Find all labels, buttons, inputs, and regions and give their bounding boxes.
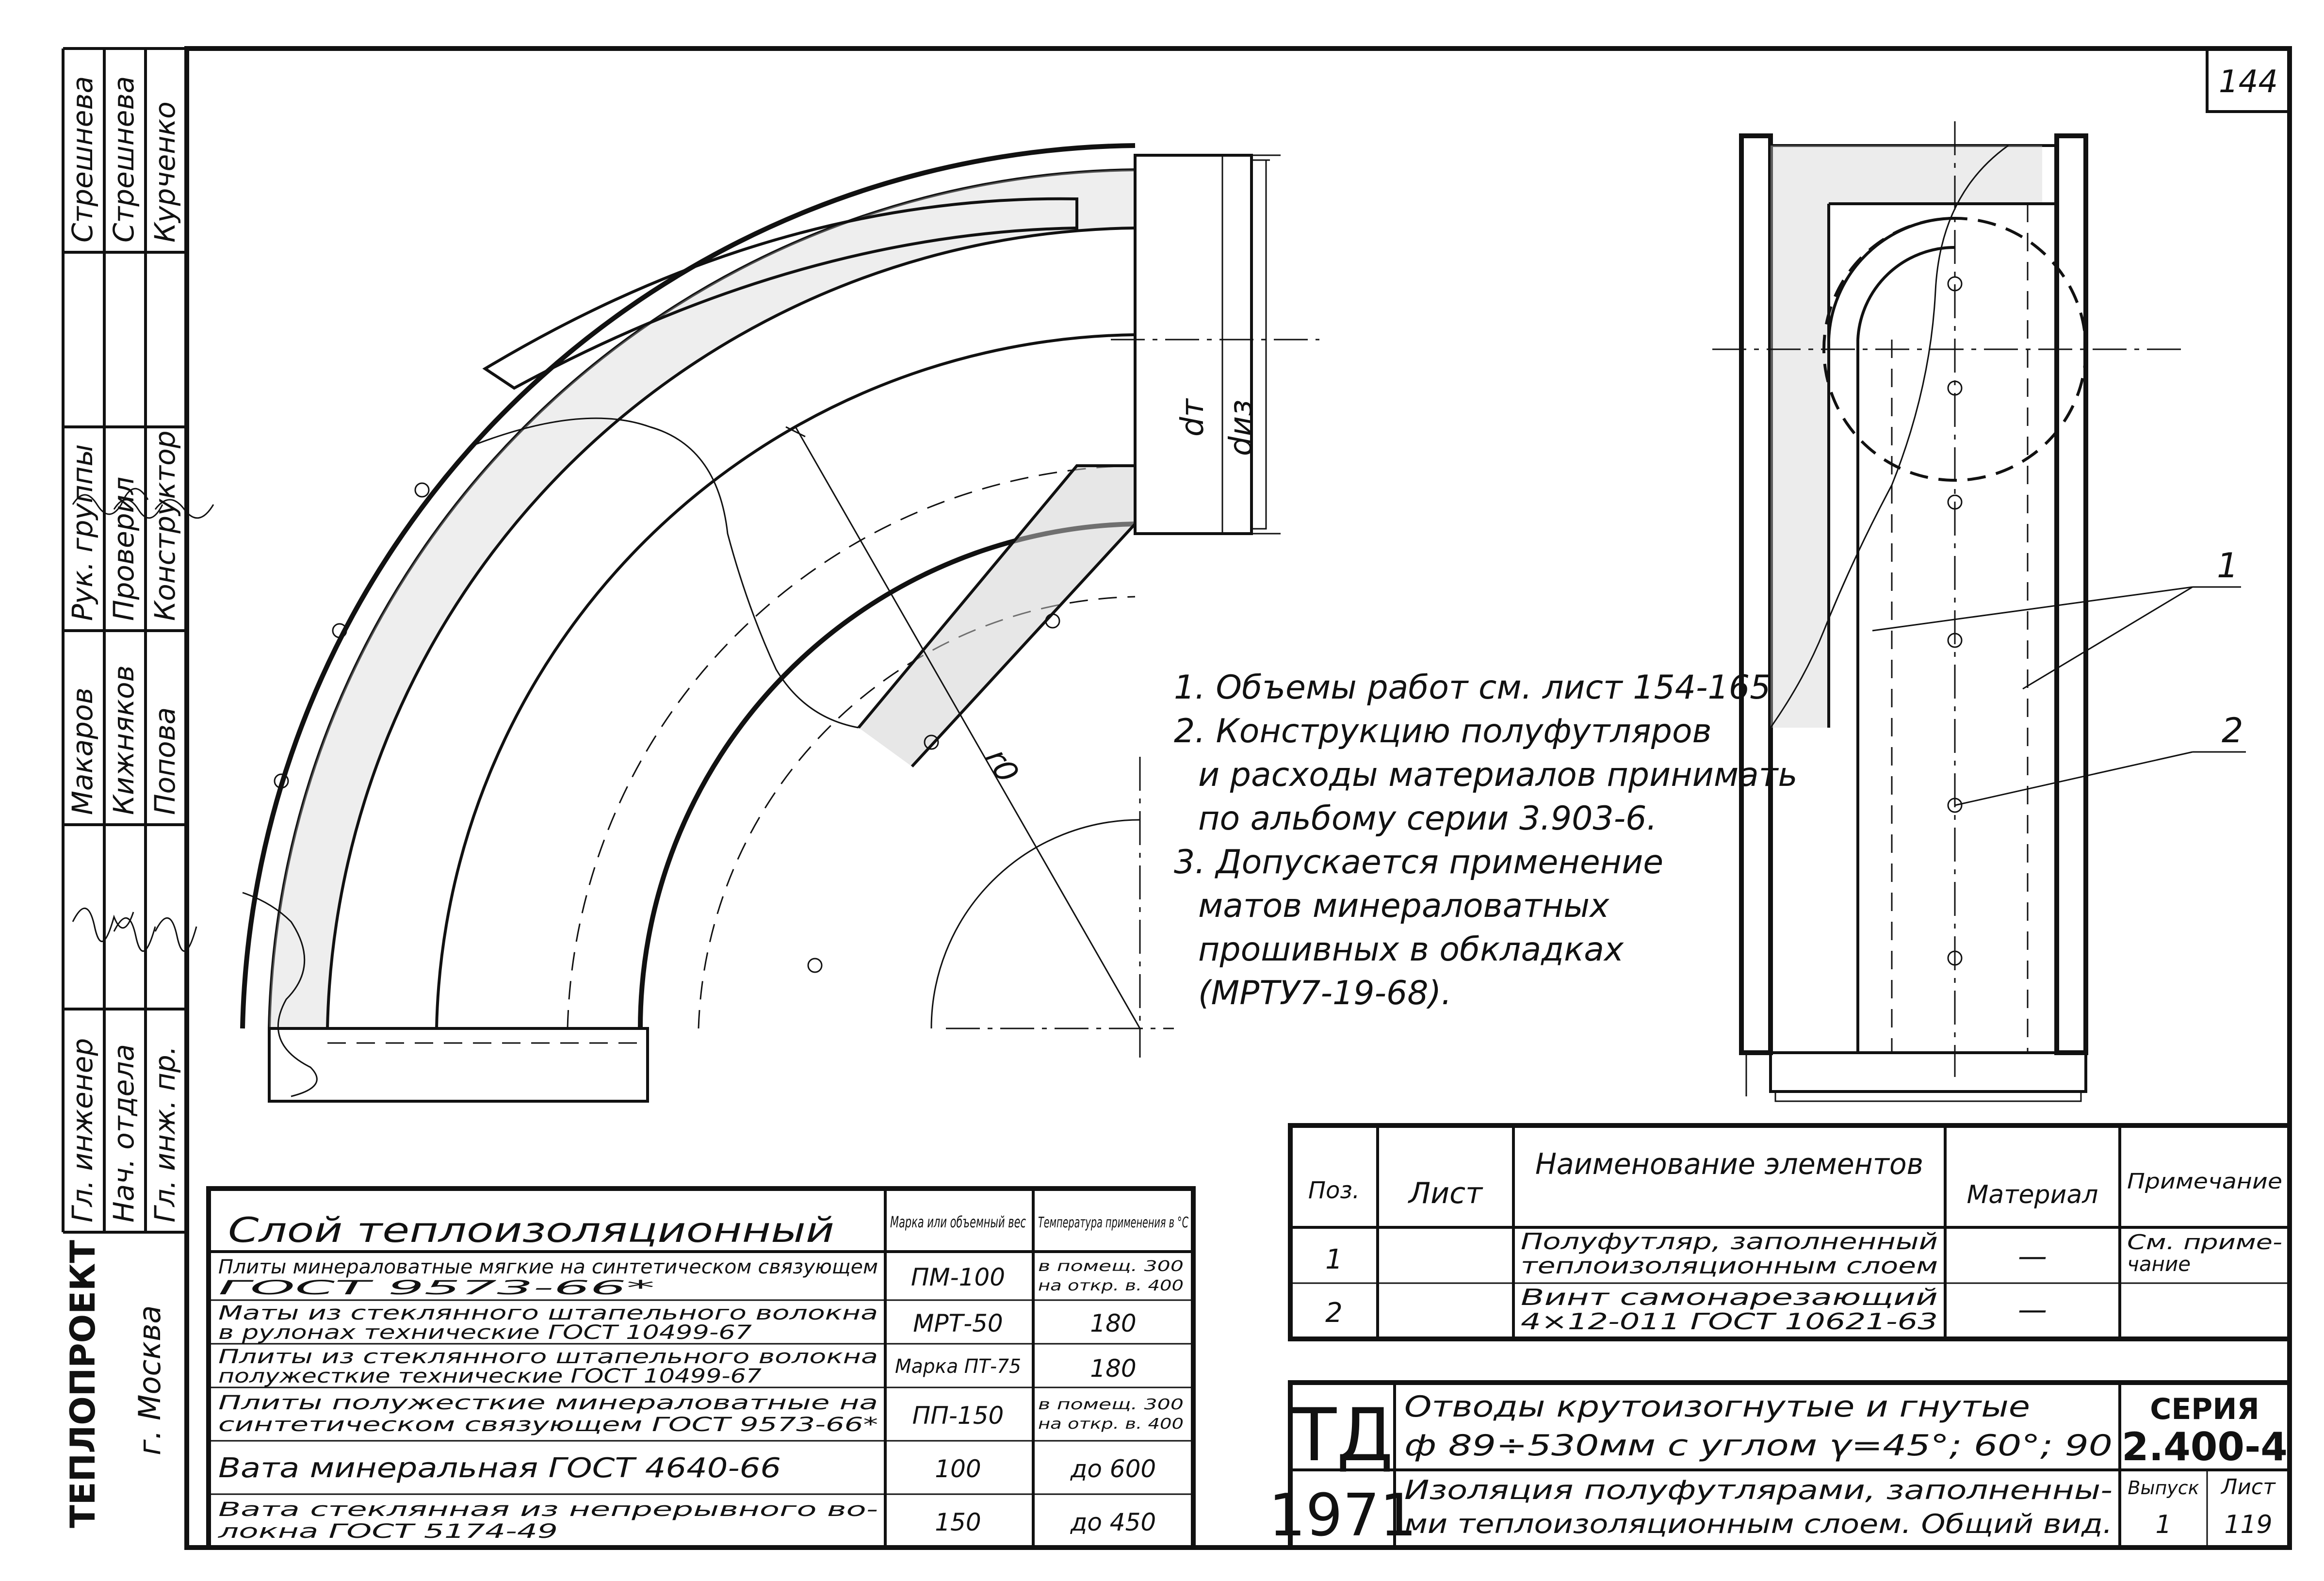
spec-row2-pos: 2 [1325, 1297, 1343, 1329]
subtitle-line-2: ми теплоизоляционным слоем. Общий вид. [1404, 1509, 2113, 1539]
series-number: 2.400-4 [2122, 1424, 2288, 1469]
dim-r0: r0 [978, 743, 1025, 789]
title-line-1: Отводы крутоизогнутые и гнутые [1404, 1390, 2030, 1424]
spec-header-sheet: Лист [1408, 1176, 1483, 1210]
mat-row4-layer-b: синтетическом связующем ГОСТ 9573-66* [218, 1414, 878, 1436]
spec-row2-name-a: Винт самонарезающий [1521, 1284, 1938, 1310]
note-line-2: 2. Конструкцию полуфутляров [1174, 712, 1712, 750]
signature-stamp: Стрешнева Стрешнева Курченко Рук. группы… [62, 47, 214, 1528]
mat-row4-layer-a: Плиты полужесткие минераловатные на [218, 1392, 878, 1414]
mat-row5-temp: до 600 [1070, 1455, 1156, 1483]
note-line-1: 1. Объемы работ см. лист 154-165 [1174, 668, 1771, 707]
mat-row2-temp: 180 [1090, 1309, 1136, 1337]
notes-block: 1. Объемы работ см. лист 154-165 2. Конс… [1174, 668, 1798, 1012]
note-line-5: 3. Допускается применение [1174, 843, 1663, 881]
sheet-value: 119 [2224, 1510, 2272, 1539]
issue-number: 1 [2155, 1510, 2171, 1539]
mat-row5-mark: 100 [935, 1455, 981, 1483]
mat-header-mark: Марка или объемный вес [890, 1213, 1026, 1231]
materials-table: Слой теплоизоляционный Марка или объемны… [206, 1186, 1196, 1550]
spec-row1-name-b: теплоизоляционным слоем [1521, 1253, 1938, 1279]
stamp-role-gl-ing: Гл. инженер [66, 1038, 99, 1222]
sheet-frame [184, 46, 2292, 1550]
series-label: СЕРИЯ [2150, 1392, 2259, 1426]
mat-row2-layer-b: в рулонах технические ГОСТ 10499-67 [218, 1321, 752, 1344]
spec-header-pos: Поз. [1308, 1177, 1360, 1204]
mat-row6-temp: до 450 [1070, 1508, 1156, 1536]
stamp-name-top-1: Стрешнева [66, 76, 99, 243]
mat-row1-layer-b: ГОСТ 9573-66* [218, 1277, 655, 1299]
note-line-8: (МРТУ7-19-68). [1198, 974, 1452, 1012]
callout-2: 2 [2222, 711, 2243, 750]
section-view: 1 2 [1712, 121, 2246, 1102]
stamp-name-top-2: Стрешнева [107, 76, 140, 243]
sheet-number-box [2206, 47, 2291, 113]
spec-row1-note-b: чание [2127, 1252, 2191, 1276]
note-line-4: по альбому серии 3.903-6. [1198, 799, 1657, 838]
dim-d-t: dт [1175, 398, 1211, 437]
sheet-label: Лист [2220, 1475, 2276, 1500]
stamp-role-1: Рук. группы [66, 444, 99, 621]
stamp-name-2: Кижняков [107, 665, 140, 815]
spec-header-material: Материал [1967, 1180, 2098, 1209]
mat-row4-temp-a: в помещ. 300 [1038, 1396, 1184, 1413]
elbow-view: r0 dт dиз [240, 143, 1319, 1103]
mat-header-temp: Температура применения в °С [1038, 1214, 1188, 1231]
spec-row2-material: — [2018, 1293, 2047, 1327]
subtitle-line-1: Изоляция полуфутлярами, заполненны- [1404, 1475, 2113, 1505]
mat-row6-mark: 150 [935, 1508, 981, 1536]
stamp-role-gip: Гл. инж. пр. [148, 1046, 181, 1222]
dim-d-iz: dиз [1223, 400, 1259, 456]
mat-row4-temp-b: на откр. в. 400 [1038, 1416, 1184, 1433]
mat-row1-temp-a: в помещ. 300 [1038, 1258, 1184, 1275]
mat-row3-temp: 180 [1090, 1354, 1136, 1383]
mat-row1-layer-a: Плиты минераловатные мягкие на синтетиче… [218, 1256, 878, 1278]
note-line-3: и расходы материалов принимать [1198, 756, 1798, 794]
spec-row1-material: — [2018, 1239, 2047, 1273]
spec-row1-note-a: См. приме- [2127, 1230, 2282, 1254]
sheet-number: 144 [2219, 64, 2278, 100]
title-logo: ТД [1292, 1393, 1394, 1478]
title-block: ТД 1971 Отводы крутоизогнутые и гнутые ф… [1268, 1380, 2292, 1550]
note-line-6: матов минераловатных [1198, 887, 1609, 925]
stamp-role-nach: Нач. отдела [107, 1044, 140, 1222]
spec-row2-name-b: 4×12-011 ГОСТ 10621-63 [1521, 1308, 1938, 1335]
mat-row1-temp-b: на откр. в. 400 [1038, 1277, 1184, 1294]
stamp-name-top-3: Курченко [148, 101, 181, 243]
stamp-name-1: Макаров [66, 687, 99, 815]
mat-row1-mark: ПМ-100 [911, 1263, 1005, 1291]
screws-column [1947, 276, 1963, 966]
mat-row3-layer-a: Плиты из стеклянного штапельного волокна [218, 1346, 878, 1368]
spec-header-note: Примечание [2127, 1169, 2282, 1194]
spec-header-name: Наименование элементов [1535, 1147, 1923, 1181]
mat-row4-mark: ПП-150 [912, 1402, 1004, 1430]
spec-table: Поз. Лист Наименование элементов Материа… [1288, 1123, 2292, 1341]
mat-row3-layer-b: полужесткие технические ГОСТ 10499-67 [218, 1365, 762, 1387]
mat-row2-layer-a: Маты из стеклянного штапельного волокна [218, 1302, 878, 1324]
title-year: 1971 [1268, 1482, 1416, 1549]
stamp-city: г. Москва [132, 1305, 167, 1456]
stamp-org: ТЕПЛОПРОЕКТ [63, 1240, 103, 1528]
mat-row6-layer-b: локна ГОСТ 5174-49 [217, 1520, 558, 1543]
issue-label: Выпуск [2128, 1477, 2199, 1499]
spec-row1-name-a: Полуфутляр, заполненный [1521, 1228, 1938, 1255]
stamp-role-3: Конструктор [148, 430, 181, 621]
mat-row2-mark: МРТ-50 [913, 1309, 1003, 1337]
callout-1: 1 [2217, 546, 2239, 586]
stamp-name-3: Попова [148, 707, 181, 815]
spec-row1-pos: 1 [1325, 1244, 1343, 1275]
mat-header-layer: Слой теплоизоляционный [228, 1210, 834, 1250]
mat-row5-layer: Вата минеральная ГОСТ 4640-66 [218, 1452, 781, 1484]
title-line-2: ф 89÷530мм с углом γ=45°; 60°; 90 [1404, 1429, 2113, 1463]
mat-row6-layer-a: Вата стеклянная из непрерывного во- [218, 1499, 878, 1521]
note-line-7: прошивных в обкладках [1198, 930, 1624, 969]
mat-row3-mark: Марка ПТ-75 [895, 1355, 1021, 1378]
